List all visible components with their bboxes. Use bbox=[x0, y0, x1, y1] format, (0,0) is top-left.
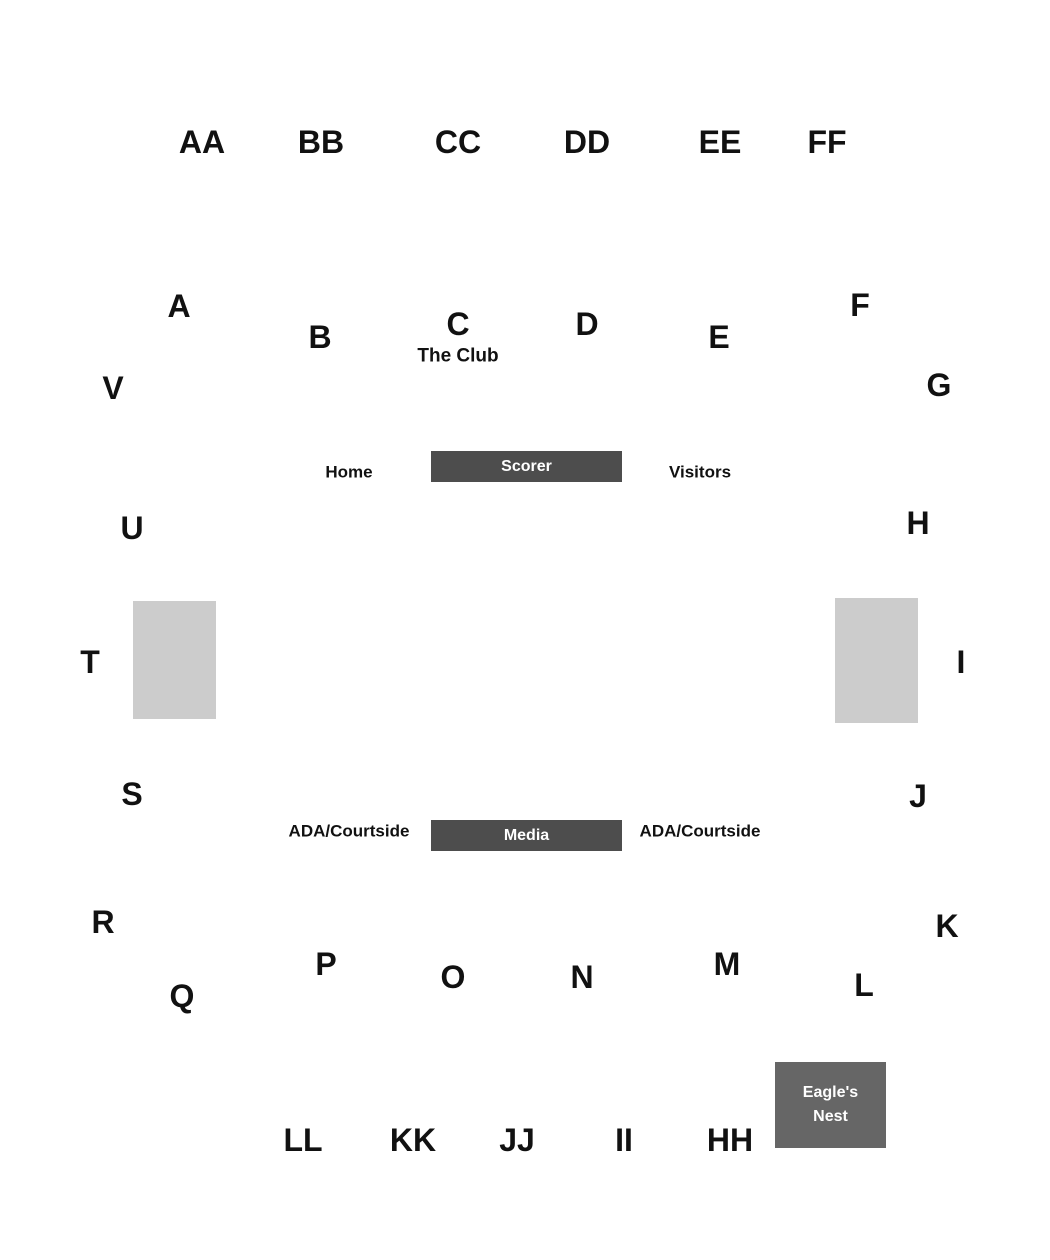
section-kk[interactable]: KK bbox=[389, 1122, 437, 1158]
scorer-label: Scorer bbox=[501, 457, 552, 475]
section-u[interactable]: U bbox=[120, 510, 144, 546]
section-o[interactable]: O bbox=[440, 959, 466, 995]
visitors-bench-label: Visitors bbox=[668, 462, 732, 482]
section-dd[interactable]: DD bbox=[563, 124, 611, 160]
section-ee[interactable]: EE bbox=[698, 124, 742, 160]
section-a[interactable]: A bbox=[167, 288, 191, 324]
ada-courtside-right-label: ADA/Courtside bbox=[639, 821, 761, 841]
section-p[interactable]: P bbox=[315, 946, 337, 982]
section-g[interactable]: G bbox=[926, 367, 952, 403]
section-ii[interactable]: II bbox=[615, 1122, 633, 1158]
left-baseline-area bbox=[133, 601, 216, 719]
section-n[interactable]: N bbox=[570, 959, 594, 995]
section-q[interactable]: Q bbox=[169, 978, 195, 1014]
section-aa[interactable]: AA bbox=[178, 124, 226, 160]
section-d[interactable]: D bbox=[575, 306, 599, 342]
right-baseline-area bbox=[835, 598, 918, 723]
section-i[interactable]: I bbox=[956, 644, 966, 680]
the-club-label: The Club bbox=[417, 345, 499, 367]
section-e[interactable]: E bbox=[708, 319, 730, 355]
section-r[interactable]: R bbox=[91, 904, 115, 940]
section-l[interactable]: L bbox=[854, 967, 874, 1003]
eagles-nest-line1: Eagle's bbox=[802, 1084, 859, 1101]
section-s[interactable]: S bbox=[121, 776, 143, 812]
media-table: Media bbox=[431, 820, 622, 851]
section-jj[interactable]: JJ bbox=[499, 1122, 535, 1158]
section-f[interactable]: F bbox=[850, 287, 870, 323]
scorer-table: Scorer bbox=[431, 451, 622, 482]
section-cc[interactable]: CC bbox=[434, 124, 482, 160]
section-k[interactable]: K bbox=[935, 908, 959, 944]
section-j[interactable]: J bbox=[909, 778, 927, 814]
section-h[interactable]: H bbox=[906, 505, 930, 541]
section-t[interactable]: T bbox=[80, 644, 100, 680]
eagles-nest-box[interactable]: Eagle's Nest bbox=[775, 1062, 886, 1148]
section-ll[interactable]: LL bbox=[283, 1122, 323, 1158]
section-m[interactable]: M bbox=[713, 946, 741, 982]
section-bb[interactable]: BB bbox=[297, 124, 345, 160]
ada-courtside-left-label: ADA/Courtside bbox=[288, 821, 410, 841]
section-v[interactable]: V bbox=[102, 370, 124, 406]
home-bench-label: Home bbox=[325, 462, 373, 482]
section-ff[interactable]: FF bbox=[807, 124, 847, 160]
media-label: Media bbox=[503, 826, 550, 844]
section-c[interactable]: C bbox=[446, 306, 470, 342]
section-b[interactable]: B bbox=[308, 319, 332, 355]
section-hh[interactable]: HH bbox=[706, 1122, 754, 1158]
eagles-nest-line2: Nest bbox=[813, 1108, 848, 1125]
